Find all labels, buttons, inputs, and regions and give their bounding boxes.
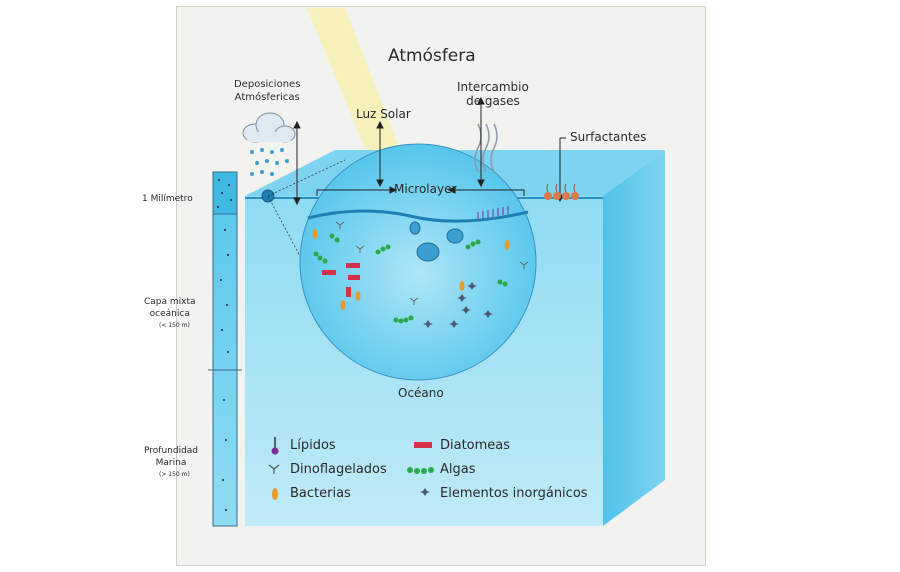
mixed-layer-sub-label: (< 150 m) [159, 322, 190, 329]
one-mm-label: 1 Milímetro [142, 194, 193, 204]
algae-cluster [313, 233, 508, 324]
dinoflagellate-legend-icon [268, 464, 280, 474]
ocean-label: Océano [398, 386, 444, 400]
surfactants-label: Surfactantes [570, 130, 647, 144]
depth-column-dots [217, 179, 232, 511]
deep-sub-label: (> 150 m) [159, 471, 190, 478]
lipid-legend-icon [271, 437, 279, 455]
legend-bacteria: Bacterias [290, 486, 351, 501]
rain-cloud-icon [242, 112, 296, 176]
legend-diatoms: Diatomeas [440, 438, 511, 453]
lipid-cluster [477, 206, 509, 220]
legend-dinoflagellates: Dinoflagelados [290, 462, 387, 477]
mixed-layer-label: Capa mixta oceánica [144, 297, 196, 319]
diatom-cluster [322, 263, 360, 297]
gas-wisps-icon [474, 123, 498, 173]
legend-inorganic: Elementos inorgánicos [440, 486, 588, 501]
microlayer-label: Microlayer [394, 182, 457, 196]
dinoflagellate-marks [335, 221, 529, 305]
depth-column-top [212, 171, 238, 215]
microlayer-sphere [299, 143, 537, 381]
bacteria-legend-icon [272, 488, 278, 500]
algae-legend-icon [407, 467, 434, 474]
dinoflagellate-blobs [409, 221, 464, 262]
deep-label: Profundidad Marina [144, 446, 199, 468]
sunlight-beam [307, 8, 400, 160]
zoom-line-bottom [267, 195, 311, 276]
atmosphere-label: Atmósfera [388, 46, 476, 66]
legend-algae: Algas [440, 462, 476, 477]
gas-exchange-label: Intercambio de gases [457, 80, 529, 108]
legend-lipids: Lípidos [290, 438, 336, 453]
microlayer-band [307, 209, 529, 223]
ocean-side-face [603, 150, 665, 526]
sunlight-label: Luz Solar [356, 107, 411, 121]
depth-column [212, 171, 238, 527]
inorganic-legend-icon [420, 488, 430, 496]
diatom-legend-icon [414, 442, 432, 448]
surfactant-molecules [544, 183, 579, 200]
inorganic-elements [423, 282, 493, 328]
atm-deposition-label: Deposiciones Atmósfericas [234, 79, 301, 103]
